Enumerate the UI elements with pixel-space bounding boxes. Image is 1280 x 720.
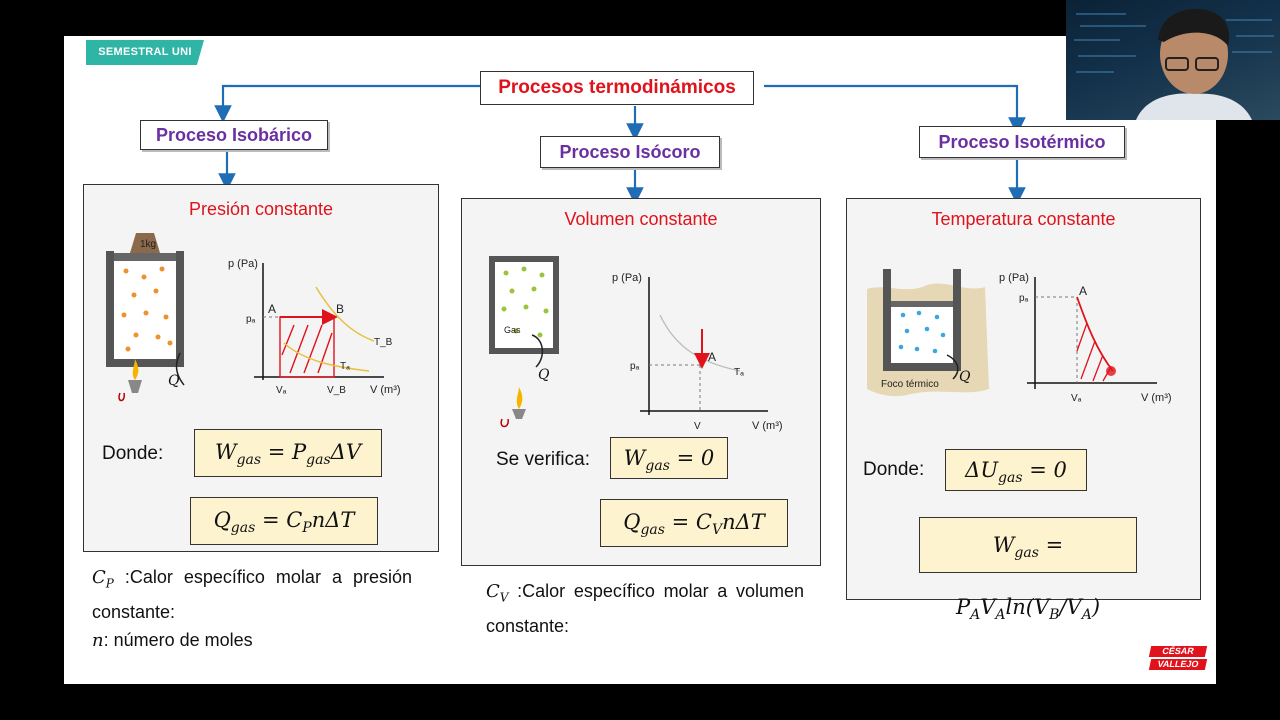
formula-q-gas: Qgas = CPnΔT: [190, 497, 378, 545]
panel-isocoro: Volumen constante Gas Q p (Pa) V (m³): [461, 198, 821, 566]
formula-delta-u: ΔUgas = 0: [945, 449, 1087, 491]
note-n: n: número de moles: [92, 630, 253, 651]
heat-q: Q: [168, 373, 180, 389]
slide: SEMESTRAL UNI Procesos termodinámicos Pr…: [64, 36, 1216, 684]
x-axis-label: V (m³): [1141, 392, 1172, 404]
isobaric-illustration: 1kg p (: [106, 233, 401, 402]
vb-label: V_B: [327, 385, 346, 396]
formula-label: Donde:: [102, 443, 164, 464]
presenter-video: [1074, 9, 1274, 120]
pa-label: pₐ: [630, 361, 640, 372]
isochoric-illustration: Gas Q p (Pa) V (m³) A pₐ V Tₐ: [489, 256, 783, 432]
formula-label: Donde:: [863, 459, 925, 480]
panel-subtitle: Presión constante: [188, 199, 334, 219]
webcam-overlay: [1066, 0, 1280, 120]
v-label: V: [694, 421, 701, 432]
point-a: A: [1079, 284, 1087, 298]
gas-label: Gas: [504, 325, 521, 335]
heat-q: Q: [538, 367, 550, 383]
formula-w-gas: Wgas = PgasΔV: [194, 429, 382, 477]
point-a: A: [268, 302, 276, 316]
proc-isobarico-title: Proceso Isobárico: [140, 120, 328, 150]
y-axis-label: p (Pa): [999, 272, 1029, 284]
svg-text:1kg: 1kg: [140, 239, 156, 250]
proc-isotermico-title: Proceso Isotérmico: [919, 126, 1125, 158]
foco-label: Foco térmico: [881, 379, 939, 390]
heat-q: Q: [959, 369, 971, 385]
panel-subtitle: Volumen constante: [564, 209, 718, 229]
brand-banner: SEMESTRAL UNI: [86, 40, 204, 65]
note-cv: CV :Calor específico molar a volumen con…: [486, 581, 804, 636]
cesar-vallejo-logo: CÉSAR VALLEJO: [1148, 646, 1208, 672]
pa-label: pₐ: [246, 314, 256, 325]
y-axis-label: p (Pa): [228, 258, 258, 270]
proc-isocoro-title: Proceso Isócoro: [540, 136, 720, 168]
formula-w-gas: Wgas = 0: [610, 437, 728, 479]
panel-subtitle: Temperatura constante: [931, 209, 1116, 229]
main-title: Procesos termodinámicos: [480, 71, 754, 105]
formula-q-gas: Qgas = CVnΔT: [600, 499, 788, 547]
point-a: A: [708, 350, 716, 364]
x-axis-label: V (m³): [370, 384, 401, 396]
pa-label: pₐ: [1019, 293, 1029, 304]
panel-isobarico: Presión constante 1kg: [83, 184, 439, 552]
point-b: B: [336, 302, 344, 316]
x-axis-label: V (m³): [752, 420, 783, 432]
y-axis-label: p (Pa): [612, 272, 642, 284]
formula-w-gas: Wgas = PAVAln(VB/VA): [919, 517, 1137, 623]
va-label: Vₐ: [1071, 393, 1082, 404]
connector-arrows: [214, 84, 1026, 205]
panel-isotermico: Temperatura constante Foco térmico Q: [846, 198, 1201, 623]
va-label: Vₐ: [276, 385, 287, 396]
note-cp: CP :Calor específico molar a presión con…: [92, 567, 412, 622]
ta-label: Tₐ: [734, 367, 744, 378]
tb-label: T_B: [374, 337, 393, 348]
ta-label: Tₐ: [340, 361, 350, 372]
formula-label: Se verifica:: [496, 449, 590, 470]
isothermal-illustration: Foco térmico Q p (Pa) V (m³) A pₐ Vₐ: [867, 269, 1172, 404]
